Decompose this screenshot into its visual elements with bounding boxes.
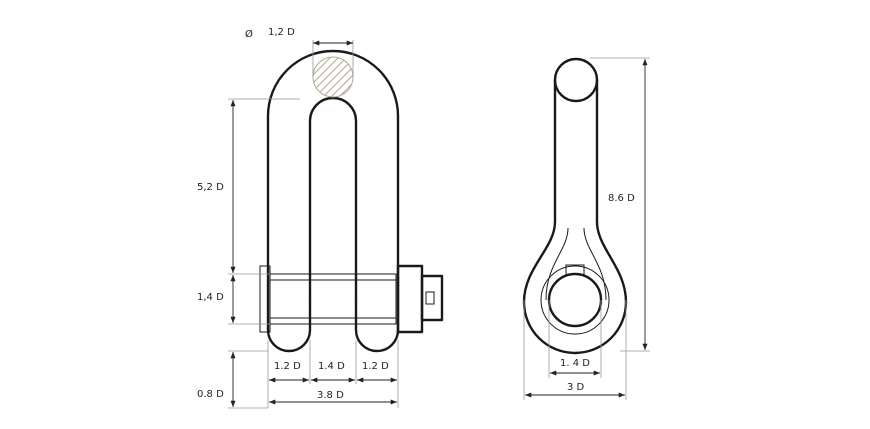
eye-tab [565, 264, 585, 275]
right-leg-bottom [354, 298, 400, 353]
bottom-offset-label: 0.8 D [197, 389, 224, 400]
dim-bottom-offset: 0.8 D [197, 352, 236, 407]
overall-width-label: 3.8 D [317, 390, 344, 401]
pin-diameter-label: 1,2 D [268, 27, 295, 38]
dim-right-leg: 1.2 D [357, 361, 397, 383]
dim-eye-width: 3 D [523, 300, 627, 400]
bow-inner-outline [308, 96, 358, 302]
pin-zone-label: 1,4 D [197, 292, 224, 303]
shackle-front-view: Ø 1,2 D 5,2 D 1,4 D 0.8 D 1.2 D [197, 27, 444, 409]
eye-width-label: 3 D [567, 382, 585, 393]
overall-height-label: 8.6 D [608, 193, 635, 204]
inner-height-label: 5,2 D [197, 182, 224, 193]
diameter-symbol: Ø [245, 28, 253, 40]
dim-overall-height: 8.6 D [590, 57, 650, 352]
left-leg-bottom [266, 298, 312, 353]
right-leg-label: 1.2 D [362, 361, 389, 372]
dim-inner-height: 5,2 D [197, 100, 236, 273]
eye-hole [547, 272, 603, 328]
side-body-outline [522, 78, 628, 355]
dim-eye-diameter: 1. 4 D [548, 300, 602, 378]
dim-pin-diameter: Ø 1,2 D [245, 27, 354, 77]
dim-pin-zone: 1,4 D [197, 275, 236, 323]
dim-overall-width: 3.8 D [269, 390, 397, 405]
eye-diameter-label: 1. 4 D [560, 358, 590, 369]
bow-top-circle [553, 57, 599, 103]
shackle-side-view: 8.6 D 1. 4 D 3 D [522, 57, 650, 400]
inner-width-label: 1.4 D [318, 361, 345, 372]
threaded-pin [259, 264, 444, 334]
bow-outer-outline [266, 49, 400, 302]
dim-inner-width: 1.4 D [311, 361, 355, 383]
dim-left-leg: 1.2 D [269, 361, 309, 383]
eye-ring [540, 265, 610, 335]
side-inner-lines [545, 227, 607, 301]
left-leg-label: 1.2 D [274, 361, 301, 372]
